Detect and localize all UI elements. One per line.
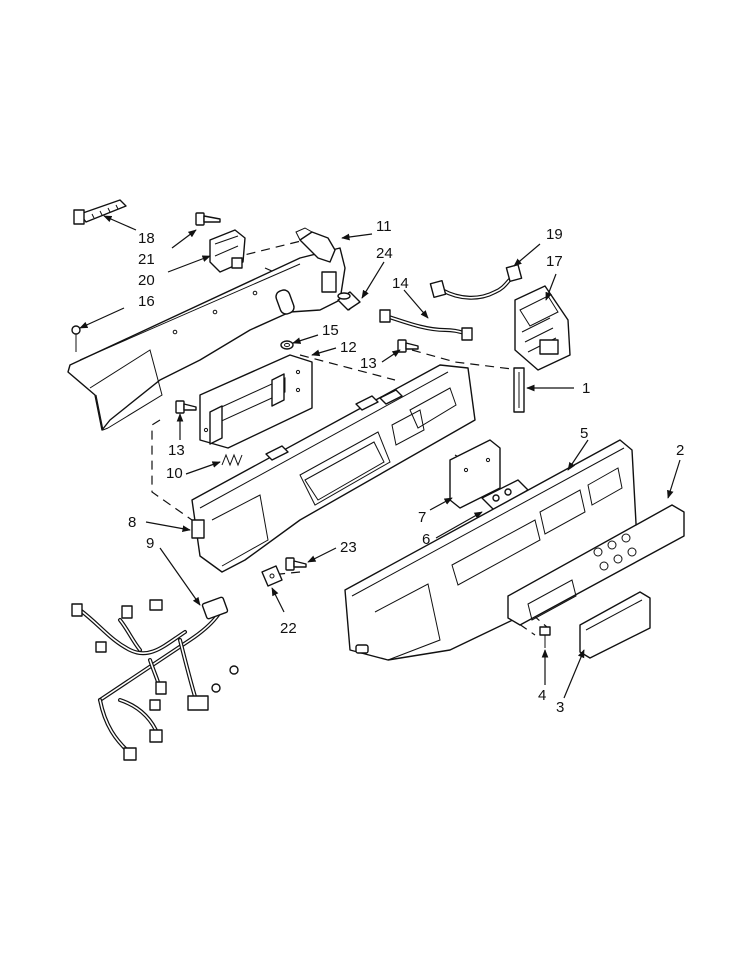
- part-15-grommet: [280, 340, 294, 350]
- callout-7: 7: [418, 509, 426, 526]
- part-19-wire: [429, 263, 523, 300]
- part-1-bracket: [513, 367, 525, 413]
- callout-labels: 11 18 21 20 16 24 14 19 17 15 12 13 13 1…: [128, 218, 684, 716]
- part-24-spacer: [337, 291, 361, 311]
- callout-17: 17: [546, 253, 563, 270]
- part-21-screw: [195, 212, 221, 226]
- callout-13-lower: 13: [168, 442, 185, 459]
- callout-3: 3: [556, 699, 564, 716]
- part-16-screw: [71, 325, 81, 352]
- part-22-clip: [261, 565, 283, 587]
- callout-9: 9: [146, 535, 154, 552]
- callout-4: 4: [538, 687, 546, 704]
- callout-11: 11: [376, 218, 392, 235]
- callout-10: 10: [166, 465, 183, 482]
- part-4-screw: [539, 626, 551, 648]
- callout-5: 5: [580, 425, 588, 442]
- callout-14: 14: [392, 275, 409, 292]
- callout-15: 15: [322, 322, 339, 339]
- callout-leaders: [79, 215, 681, 699]
- callout-24: 24: [376, 245, 393, 262]
- callout-16: 16: [138, 293, 155, 310]
- part-11-upper-bracket: [67, 227, 346, 431]
- part-3-lens: [579, 591, 651, 659]
- part-2-overlay: [507, 504, 685, 626]
- callout-12: 12: [340, 339, 357, 356]
- callout-21: 21: [138, 251, 155, 268]
- part-9-wire-harness: [71, 596, 239, 761]
- callout-13-upper: 13: [360, 355, 377, 372]
- callout-22: 22: [280, 620, 297, 637]
- part-18-cable-tie: [73, 199, 127, 225]
- callout-20: 20: [138, 272, 155, 289]
- callout-8: 8: [128, 514, 136, 531]
- callout-18: 18: [138, 230, 155, 247]
- callout-6: 6: [422, 531, 430, 548]
- part-14-wire: [379, 309, 473, 341]
- callout-23: 23: [340, 539, 357, 556]
- callout-2: 2: [676, 442, 684, 459]
- part-23-screw: [285, 557, 307, 571]
- part-8-console-frame: [191, 364, 476, 573]
- part-17-control-board: [514, 285, 571, 371]
- part-13-screw-upper: [397, 339, 419, 353]
- part-13-screw-lower: [175, 400, 197, 414]
- callout-1: 1: [582, 380, 590, 397]
- part-10-spring: [221, 453, 243, 467]
- part-12-bracket-plate: [199, 354, 313, 449]
- callout-19: 19: [546, 226, 563, 243]
- part-20-bracket: [209, 229, 246, 273]
